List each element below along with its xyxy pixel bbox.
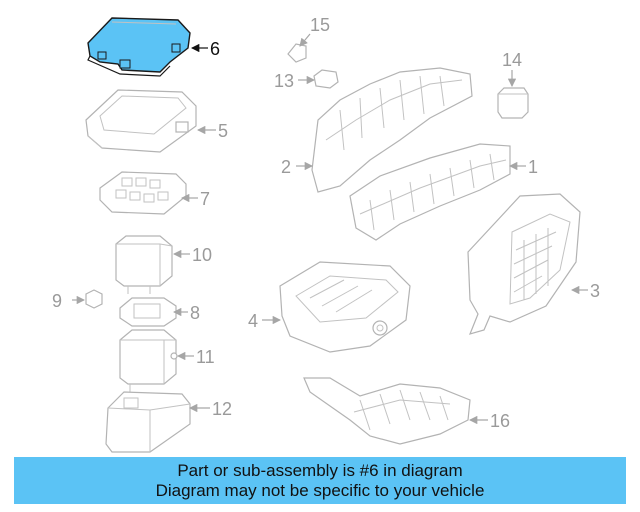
callout-4: 4 — [248, 311, 258, 331]
part-11-relay[interactable] — [119, 329, 178, 392]
callout-12: 12 — [212, 399, 232, 419]
part-13-connector[interactable] — [313, 69, 339, 89]
callout-6: 6 — [210, 39, 220, 59]
part-8-holder[interactable] — [119, 297, 177, 327]
callout-8: 8 — [190, 303, 200, 323]
part-1-fuse-rail[interactable] — [349, 143, 511, 241]
info-banner: Part or sub-assembly is #6 in diagram Di… — [14, 457, 626, 504]
part-6-cover[interactable] — [87, 17, 191, 77]
callout-1: 1 — [528, 157, 538, 177]
callout-11: 11 — [196, 347, 215, 367]
part-9-nut[interactable] — [85, 289, 103, 309]
callout-5: 5 — [218, 121, 228, 141]
part-16-tray[interactable] — [303, 377, 471, 445]
callout-16: 16 — [490, 411, 510, 431]
callout-14: 14 — [502, 50, 522, 70]
callout-3: 3 — [590, 281, 600, 301]
callout-2: 2 — [281, 157, 291, 177]
part-12-relay[interactable] — [105, 391, 191, 453]
callout-7: 7 — [200, 189, 210, 209]
part-10-relay[interactable] — [115, 235, 173, 294]
callout-13: 13 — [274, 71, 294, 91]
banner-line-1: Part or sub-assembly is #6 in diagram — [177, 461, 463, 480]
part-7-relay-block[interactable] — [99, 171, 187, 215]
callout-10: 10 — [192, 245, 212, 265]
parts-diagram: 1 2 3 4 5 6 7 8 9 10 11 12 13 14 15 16 — [52, 15, 600, 453]
callout-15: 15 — [310, 15, 330, 35]
part-3-housing[interactable] — [467, 193, 581, 335]
banner-line-2: Diagram may not be specific to your vehi… — [155, 481, 485, 500]
part-4-fuse-box[interactable] — [279, 261, 411, 353]
part-5-box[interactable] — [85, 89, 197, 153]
part-15-clip[interactable] — [287, 43, 307, 63]
callout-9: 9 — [52, 291, 62, 311]
part-14-cube[interactable] — [497, 87, 529, 119]
part-2-bracket[interactable] — [311, 67, 473, 193]
